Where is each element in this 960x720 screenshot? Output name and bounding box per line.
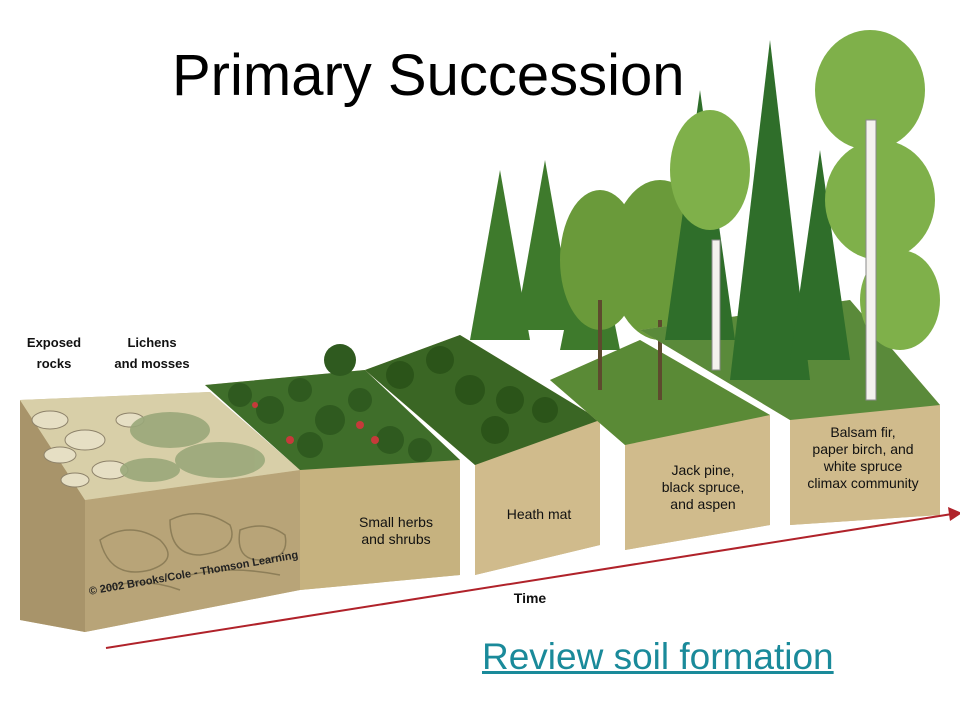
review-soil-formation-link[interactable]: Review soil formation [482,636,834,677]
heath-block [365,335,600,575]
herbs-block [205,344,460,590]
time-axis-label: Time [513,590,547,606]
stage-label-pine: Jack pine, black spruce, and aspen [661,462,745,512]
stage-label-climax: Balsam fir, paper birch, and white spruc… [807,424,919,491]
rock-block [20,392,300,632]
stage-label-herbs: Small herbs and shrubs [359,514,433,547]
page-title: Primary Succession [172,43,685,108]
time-arrow [105,507,960,649]
stage-label-heath: Heath mat [506,506,572,522]
stage-label-exposed-rocks: Exposed rocks [26,335,82,371]
climax-block [640,30,940,525]
stage-label-lichens: Lichens and mosses [114,335,190,371]
